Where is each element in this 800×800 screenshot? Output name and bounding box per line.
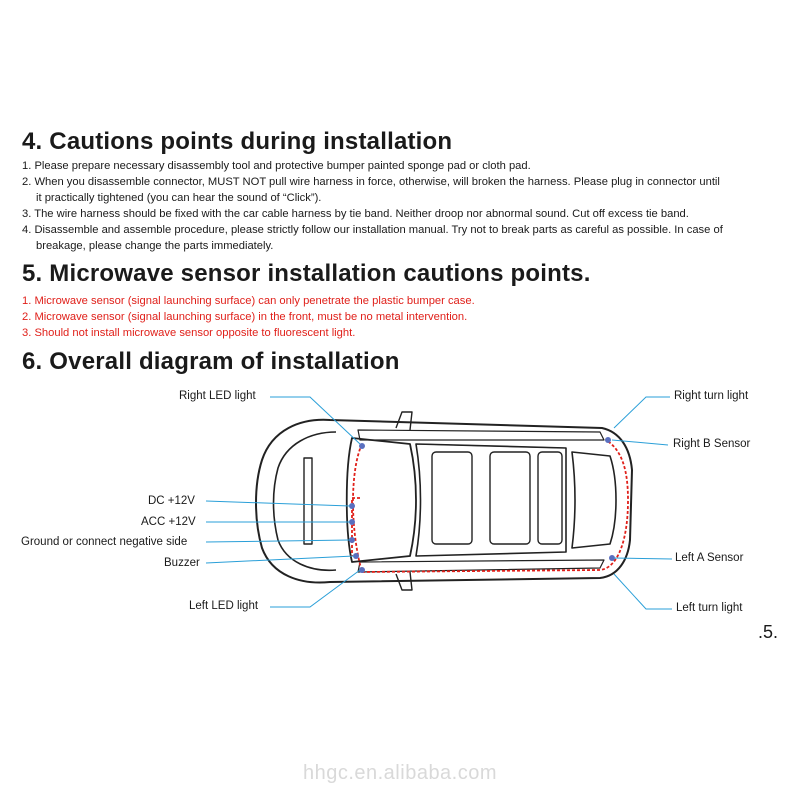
label-left-turn-light: Left turn light [676, 602, 743, 614]
label-dc-12v: DC +12V [148, 495, 195, 507]
roof [415, 443, 567, 557]
connector-points [349, 437, 615, 573]
section-5-title: 5. Microwave sensor installation caution… [22, 260, 591, 287]
label-buzzer: Buzzer [164, 557, 200, 569]
right-mirror [395, 411, 413, 431]
label-left-led-light: Left LED light [189, 600, 259, 612]
car-outer-body [255, 418, 633, 584]
section-6-title: 6. Overall diagram of installation [22, 348, 400, 375]
rear-window [571, 451, 617, 549]
leader-right-led [270, 396, 361, 445]
leader-ground [205, 539, 351, 543]
right-side-window [357, 429, 605, 441]
sunroof-2 [489, 451, 531, 545]
wire-harness [351, 439, 629, 573]
section-4-title: 4. Cautions points during installation [22, 128, 453, 155]
label-ground: Ground or connect negative side [21, 536, 188, 548]
list-item: it practically tightened (you can hear t… [36, 192, 322, 204]
leader-left-led [270, 569, 361, 608]
label-right-turn-light: Right turn light [674, 390, 749, 402]
sunroof-3 [537, 451, 563, 545]
list-item: 4. Disassemble and assemble procedure, p… [22, 224, 723, 236]
car-top-view [255, 411, 633, 591]
page-number: .5. [758, 622, 779, 642]
list-item: breakage, please change the parts immedi… [36, 240, 274, 252]
grille [303, 457, 313, 545]
list-item: 1. Microwave sensor (signal launching su… [22, 295, 475, 307]
list-item: 1. Please prepare necessary disassembly … [22, 160, 531, 172]
section-4-list: 1. Please prepare necessary disassembly … [22, 158, 784, 254]
list-item: 2. Microwave sensor (signal launching su… [22, 311, 468, 323]
leader-buzzer [205, 555, 355, 564]
leader-lines [205, 396, 673, 610]
list-item: 3. The wire harness should be fixed with… [22, 208, 689, 220]
list-item: 3. Should not install microwave sensor o… [22, 327, 356, 339]
leader-dc [205, 500, 351, 507]
watermark: hhgc.en.alibaba.com [302, 762, 498, 784]
label-right-led-light: Right LED light [179, 390, 256, 402]
leader-left-a [613, 557, 673, 560]
label-left-a-sensor: Left A Sensor [675, 552, 744, 564]
list-item: 2. When you disassemble connector, MUST … [22, 176, 720, 188]
leader-right-b [611, 439, 669, 446]
label-right-b-sensor: Right B Sensor [673, 438, 751, 450]
leader-left-turn [613, 573, 672, 610]
sunroof-1 [431, 451, 473, 545]
roof-rail [415, 443, 567, 449]
section-5-list: 1. Microwave sensor (signal launching su… [22, 293, 784, 341]
car-hood [272, 431, 337, 572]
left-mirror [395, 571, 413, 591]
leader-right-turn [613, 396, 670, 429]
windshield [345, 437, 417, 563]
label-acc-12v: ACC +12V [141, 516, 196, 528]
